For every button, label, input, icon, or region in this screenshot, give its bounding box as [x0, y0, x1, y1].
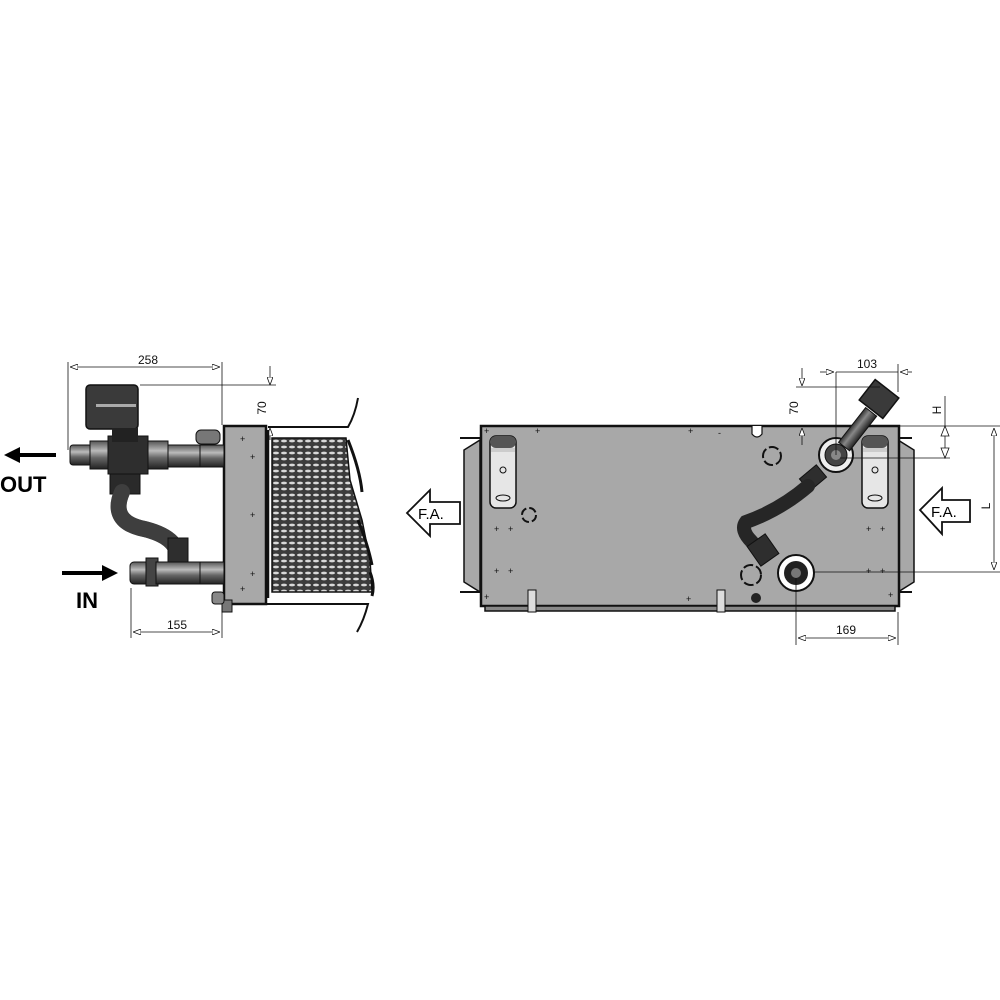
right-filter-slot: [861, 435, 889, 509]
svg-text:+: +: [686, 594, 691, 604]
dimension-h: H: [840, 396, 1000, 460]
svg-text:+: +: [508, 566, 513, 576]
casing-top-line: [268, 397, 359, 428]
dim-169-label: 169: [836, 623, 856, 637]
side-view: 258 70 + + + + +: [0, 353, 375, 638]
plate-screws: + + + + +: [240, 434, 255, 594]
dim-155-label: 155: [167, 618, 187, 632]
valve-kit-rear: [737, 378, 900, 592]
in-flow-indicator: IN: [62, 565, 118, 613]
panel-screws: + + + - + + + + + + + + + + +: [484, 426, 893, 604]
fa-arrow-left: F.A.: [405, 487, 461, 539]
svg-text:+: +: [888, 590, 893, 600]
fa-left-label: F.A.: [418, 506, 444, 523]
dimension-258: 258: [67, 353, 223, 450]
dimension-169: 169: [795, 578, 899, 645]
out-pipe-assembly: [69, 384, 225, 495]
casing-bottom-line: [224, 603, 370, 633]
dimension-70-rear: 70: [787, 368, 880, 445]
drain-hole: [751, 593, 761, 603]
bottom-clip-right: [716, 589, 726, 613]
dim-h-label: H: [930, 406, 944, 415]
svg-text:+: +: [535, 426, 540, 436]
rear-actuator: [858, 378, 900, 420]
mounting-plate: [222, 424, 268, 606]
in-arrow-icon: [102, 565, 118, 581]
svg-text:+: +: [250, 569, 255, 579]
in-label: IN: [76, 588, 98, 613]
dimension-155: 155: [130, 588, 223, 638]
knockout-top: [762, 446, 782, 466]
out-label: OUT: [0, 472, 47, 497]
svg-text:+: +: [250, 452, 255, 462]
fa-arrow-right: F.A.: [918, 485, 971, 537]
airflow-arrow-right-icon: [918, 485, 971, 537]
svg-text:+: +: [240, 584, 245, 594]
dimension-70-side: 70: [140, 366, 276, 440]
svg-text:+: +: [880, 524, 885, 534]
left-filter-slot: [489, 435, 517, 509]
dim-258-label: 258: [138, 353, 158, 367]
in-pipe-assembly: [129, 537, 225, 605]
svg-text:+: +: [484, 592, 489, 602]
out-flow-indicator: OUT: [0, 447, 56, 497]
out-arrow-icon: [4, 447, 20, 463]
dimension-103: 103: [820, 357, 912, 455]
right-flange: [897, 438, 915, 594]
svg-text:+: +: [494, 566, 499, 576]
knockout-bottom: [740, 564, 762, 586]
svg-text:+: +: [866, 566, 871, 576]
dim-70-side-label: 70: [255, 401, 269, 415]
knockout-left: [521, 507, 537, 523]
bottom-clip-left: [527, 589, 537, 613]
rear-flexible-hose: [737, 479, 815, 549]
dim-l-label: L: [979, 502, 993, 509]
svg-text:-: -: [718, 428, 721, 438]
rear-view: + + + - + + + + + + + + + + + F.A.: [405, 357, 1000, 645]
svg-text:+: +: [508, 524, 513, 534]
dim-103-label: 103: [857, 357, 877, 371]
dim-70-rear-label: 70: [787, 401, 801, 415]
svg-text:+: +: [688, 426, 693, 436]
svg-text:+: +: [494, 524, 499, 534]
svg-text:+: +: [880, 566, 885, 576]
svg-text:+: +: [240, 434, 245, 444]
fa-right-label: F.A.: [931, 504, 957, 521]
svg-text:+: +: [250, 510, 255, 520]
svg-text:+: +: [484, 426, 489, 436]
left-flange: [463, 438, 481, 594]
svg-text:+: +: [866, 524, 871, 534]
dimension-l: L: [814, 428, 1000, 573]
airflow-arrow-left-icon: [405, 487, 461, 539]
